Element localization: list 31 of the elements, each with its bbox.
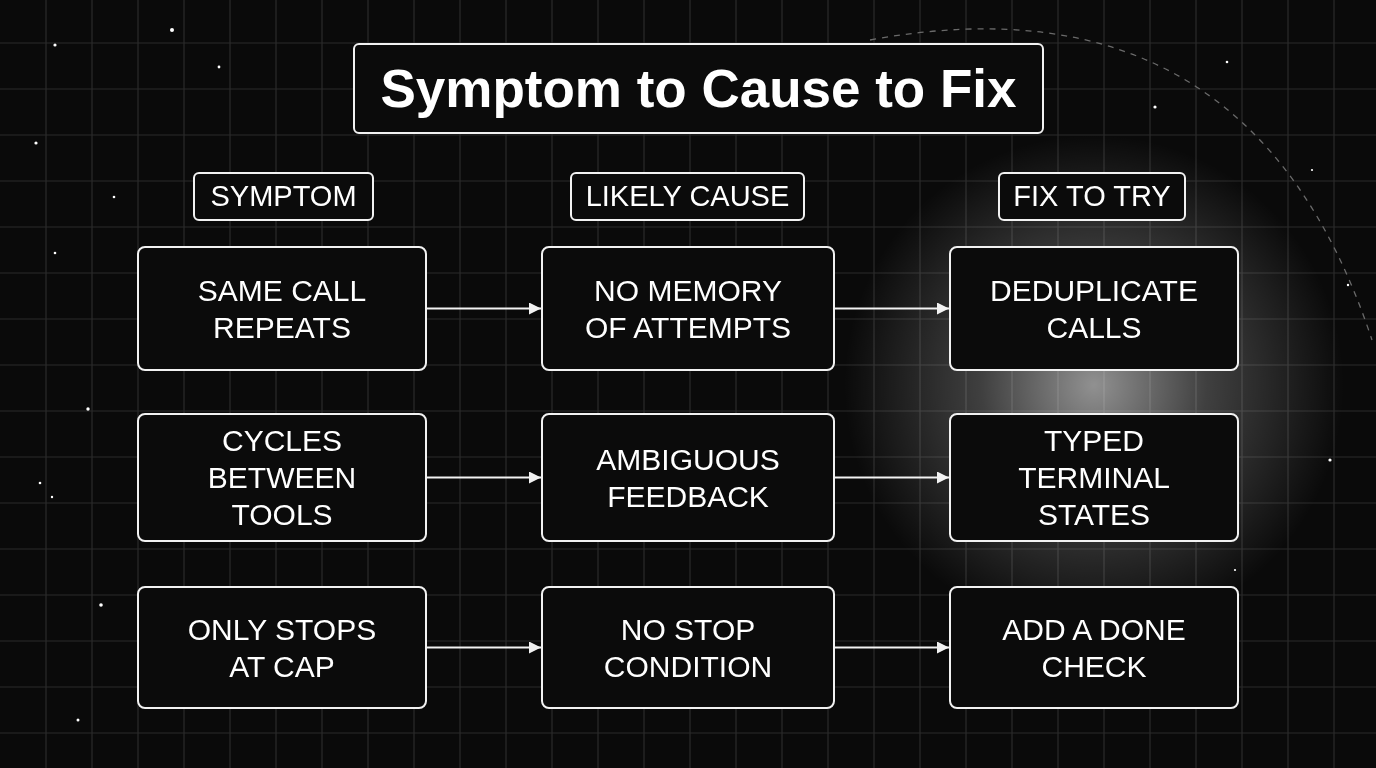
arrow xyxy=(426,302,542,315)
flow-box xyxy=(949,413,1239,542)
box-text: DEDUPLICATE CALLS xyxy=(989,272,1199,346)
column-header-box xyxy=(570,172,805,221)
column-heading: SYMPTOM xyxy=(210,180,357,213)
arrow xyxy=(834,471,950,484)
box-text: TYPED TERMINAL STATES xyxy=(1017,423,1171,533)
arrow xyxy=(426,471,542,484)
arrow xyxy=(834,302,950,315)
box-text: ADD A DONE CHECK xyxy=(1001,611,1187,685)
box-text: NO STOP CONDITION xyxy=(602,611,774,685)
column-heading: FIX TO TRY xyxy=(1013,180,1171,213)
box-text: AMBIGUOUS FEEDBACK xyxy=(595,441,781,515)
flow-box xyxy=(137,413,427,542)
flow-box xyxy=(949,246,1239,371)
title: Symptom to Cause to Fix xyxy=(353,43,1044,134)
column-heading: LIKELY CAUSE xyxy=(585,180,790,213)
box-text: NO MEMORY OF ATTEMPTS xyxy=(583,272,793,346)
arrow xyxy=(426,641,542,654)
column-header-box xyxy=(998,172,1186,221)
flow-box xyxy=(541,246,835,371)
flow-box xyxy=(137,246,427,371)
flow-box xyxy=(949,586,1239,709)
flow-box xyxy=(541,413,835,542)
arrow xyxy=(834,641,950,654)
box-text: CYCLES BETWEEN TOOLS xyxy=(206,423,358,533)
flow-box xyxy=(137,586,427,709)
flow-box xyxy=(541,586,835,709)
column-header-box xyxy=(193,172,374,221)
box-text: SAME CALL REPEATS xyxy=(196,272,368,346)
box-text: ONLY STOPS AT CAP xyxy=(186,611,378,685)
